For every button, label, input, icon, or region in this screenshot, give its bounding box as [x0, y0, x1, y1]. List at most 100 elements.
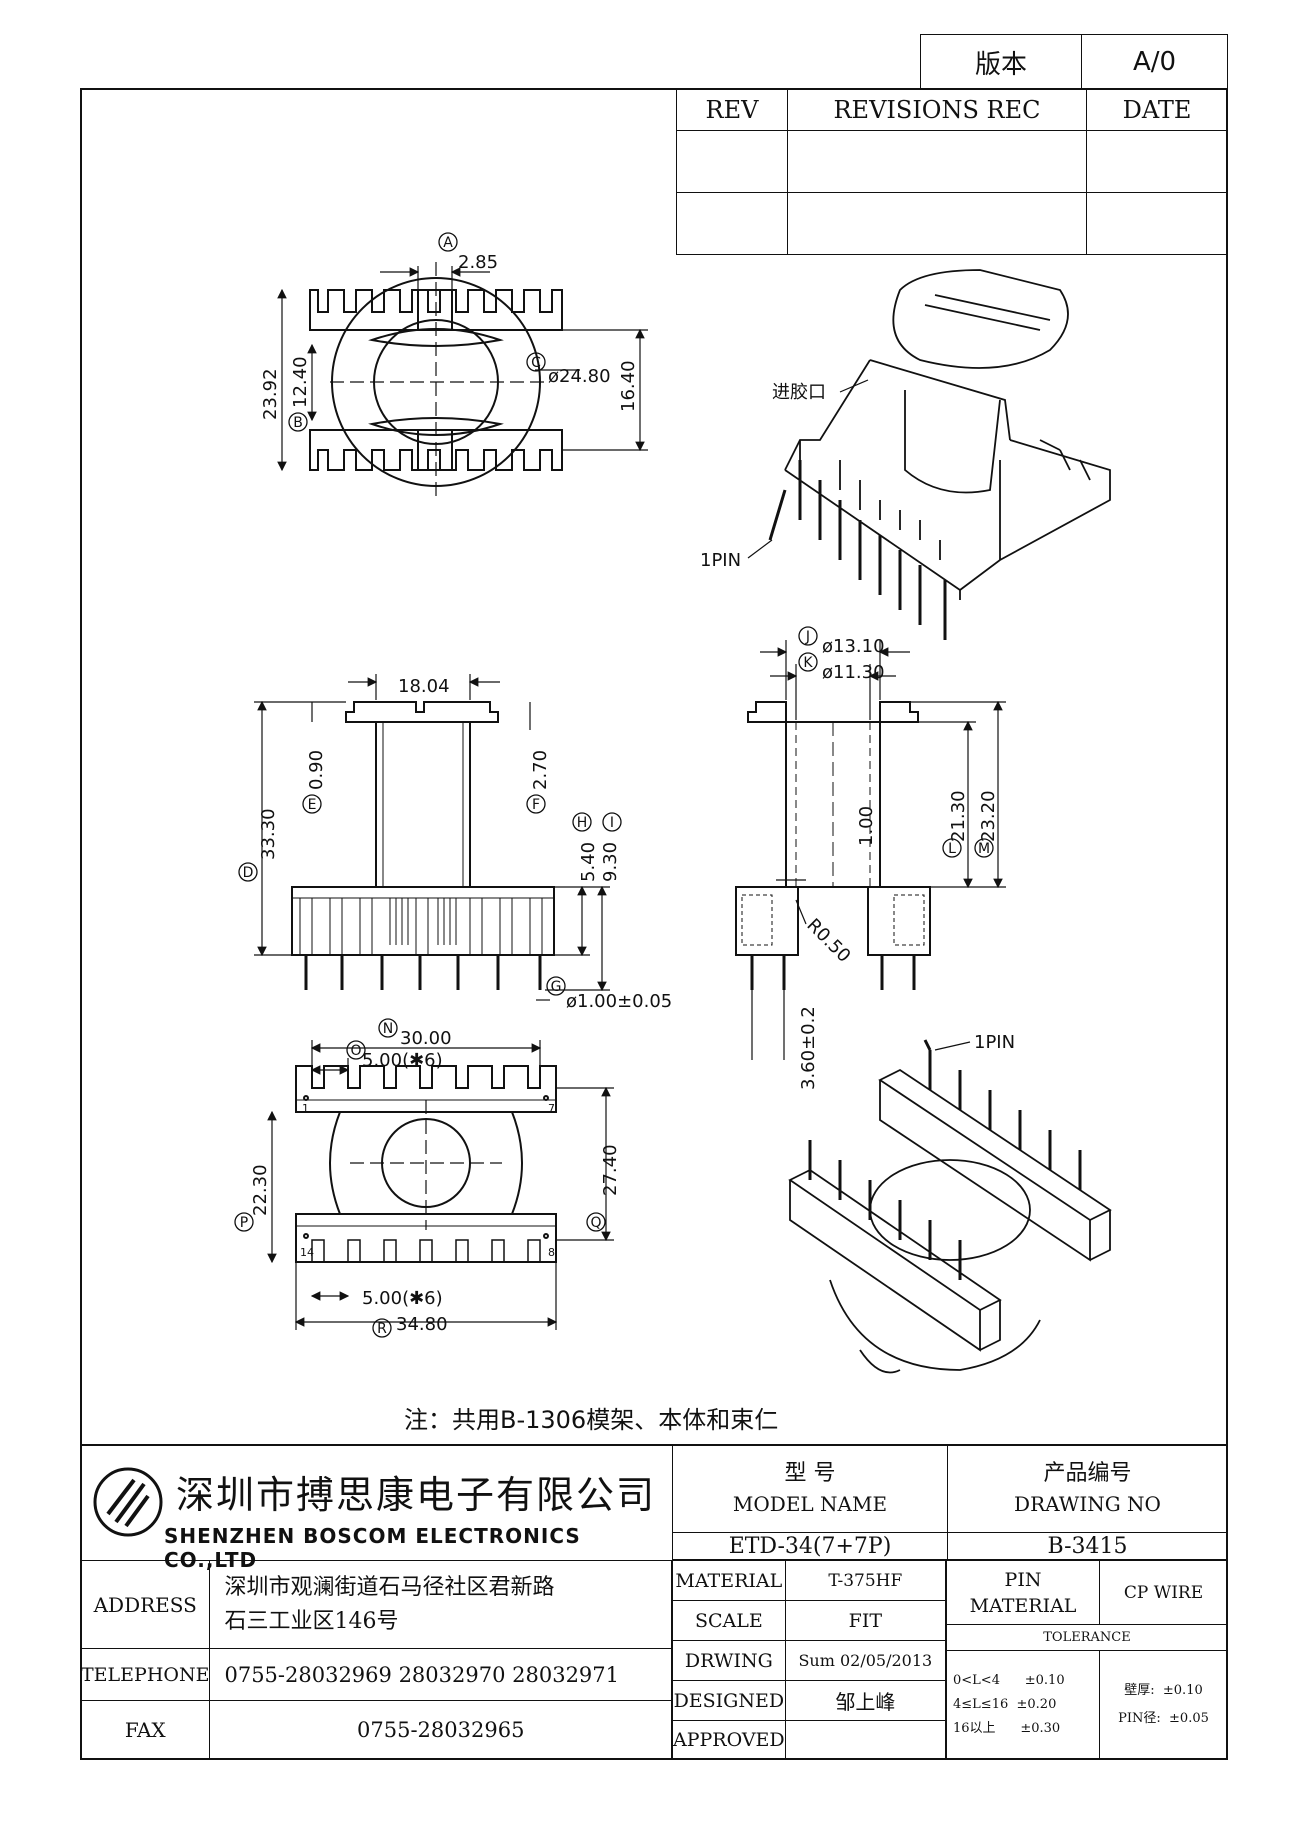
scale-label: SCALE [672, 1600, 786, 1641]
revisions-table: REV REVISIONS REC DATE [676, 88, 1228, 255]
company-logo-icon [93, 1467, 163, 1537]
model-value: ETD-34(7+7P) [672, 1532, 948, 1560]
drawing-no-label-cn: 产品编号 [1043, 1460, 1132, 1486]
address-value: 深圳市观澜街道石马径社区君新路 石三工业区146号 [209, 1560, 672, 1649]
material-table: MATERIAL T-375HF SCALE FIT DRWING Sum 02… [672, 1560, 947, 1760]
title-block-top-border [80, 1444, 1228, 1446]
pin-number: 14 [300, 1246, 314, 1259]
dim-o2: 5.00(✱6) [362, 1288, 443, 1309]
letter-g: G [551, 979, 562, 995]
dim-m: 23.20 [978, 790, 999, 842]
dim-o: 5.00(✱6) [362, 1050, 443, 1071]
dim-f: 2.70 [530, 750, 551, 790]
dim-r-34-80: 34.80 [396, 1314, 448, 1335]
isometric-view-top [768, 269, 1111, 640]
pin-number: 7 [548, 1102, 555, 1115]
model-label: 型 号 MODEL NAME [672, 1444, 948, 1533]
letter-n: N [383, 1021, 393, 1037]
letter-e: E [308, 797, 317, 813]
drwing-value: Sum 02/05/2013 [784, 1640, 947, 1681]
revisions-rec-header: REVISIONS REC [787, 88, 1087, 131]
drawing-no-label: 产品编号 DRAWING NO [947, 1444, 1228, 1533]
dim-wall: 1.00 [856, 806, 877, 846]
approved-label: APPROVED [672, 1720, 786, 1760]
company-name-cn: 深圳市搏思康电子有限公司 [176, 1473, 657, 1517]
front-view [291, 701, 555, 990]
dim-l: 21.30 [948, 790, 969, 842]
pin-material-label-1: PIN [1004, 1568, 1042, 1591]
pin-number: 1 [302, 1102, 309, 1115]
address-line-2: 石三工业区146号 [224, 1608, 399, 1634]
rev-cell [676, 192, 788, 255]
tolerance-table: PIN MATERIAL CP WIRE TOLERANCE 0<L<4 ±0.… [946, 1560, 1228, 1760]
tolerance-ranges: 0<L<4 ±0.10 4≤L≤16 ±0.20 16以上 ±0.30 [946, 1650, 1100, 1760]
gate-label: 进胶口 [772, 382, 826, 403]
letter-c: C [531, 355, 541, 371]
letter-m: M [978, 841, 990, 857]
letter-i: I [610, 815, 614, 831]
drawing-note: 注：共用B-1306模架、本体和束仁 [404, 1406, 778, 1434]
pin-material-label-2: MATERIAL [969, 1594, 1077, 1617]
tolerance-extra: 壁厚: ±0.10 PIN径: ±0.05 [1099, 1650, 1228, 1760]
pin-number: 8 [548, 1246, 555, 1259]
dim-r: R0.50 [802, 915, 854, 967]
letter-f: F [532, 797, 540, 813]
pin1-label-bottom: 1PIN [974, 1032, 1015, 1053]
pin1-label-top: 1PIN [700, 550, 741, 571]
drawing-no-value: B-3415 [947, 1532, 1228, 1560]
tolerance-range-1: 0<L<4 ±0.10 [953, 1673, 1065, 1688]
address-line-1: 深圳市观澜街道石马径社区君新路 [224, 1574, 555, 1600]
dim-b-inner: 12.40 [290, 356, 311, 408]
isometric-view-bottom [788, 1039, 1112, 1374]
dim-b-outer: 23.92 [260, 368, 281, 420]
dim-j: ø13.10 [822, 636, 885, 657]
dim-d: 33.30 [258, 808, 279, 860]
fax-label: FAX [79, 1700, 211, 1760]
dim-16-40: 16.40 [618, 360, 639, 412]
dim-h: 5.40 [578, 842, 599, 882]
material-label: MATERIAL [672, 1560, 786, 1601]
dim-n: 30.00 [400, 1028, 452, 1049]
model-label-cn: 型 号 [784, 1460, 836, 1486]
wall-tolerance: 壁厚: ±0.10 [1124, 1683, 1203, 1698]
tolerance-range-3: 16以上 ±0.30 [953, 1721, 1061, 1736]
dim-pin-length: 3.60±0.2 [798, 1006, 819, 1090]
tolerance-label: TOLERANCE [946, 1624, 1228, 1651]
dim-g: ø1.00±0.05 [566, 991, 672, 1012]
model-table: 型 号 MODEL NAME 产品编号 DRAWING NO ETD-34(7+… [672, 1444, 1228, 1560]
side-view [735, 701, 931, 990]
letter-o: O [350, 1043, 361, 1059]
letter-k: K [803, 655, 813, 671]
telephone-value: 0755-28032969 28032970 28032971 [209, 1648, 672, 1701]
dim-p: 22.30 [250, 1164, 271, 1216]
pin-material-label: PIN MATERIAL [946, 1560, 1100, 1625]
version-box: 版本 A/0 [920, 34, 1228, 90]
dim-e: 0.90 [306, 750, 327, 790]
dim-c: ø24.80 [548, 366, 611, 387]
telephone-label: TELEPHONE [79, 1648, 211, 1701]
letter-h: H [577, 815, 588, 831]
version-value: A/0 [1081, 34, 1228, 90]
dim-a: 2.85 [458, 252, 498, 273]
drwing-label: DRWING [672, 1640, 786, 1681]
drawing-no-label-en: DRAWING NO [1014, 1491, 1161, 1516]
bottom-view [295, 1065, 557, 1263]
pin-material-value: CP WIRE [1099, 1560, 1228, 1625]
letter-j: J [805, 629, 810, 645]
technical-drawing: A B C D E F G H I J K L M N O P Q R 2.85… [234, 232, 1112, 1434]
designed-value: 邹上峰 [784, 1680, 947, 1721]
letter-b: B [293, 415, 303, 431]
fax-value: 0755-28032965 [209, 1700, 672, 1760]
approved-value [784, 1720, 947, 1760]
date-header: DATE [1086, 88, 1228, 131]
letter-l: L [948, 841, 956, 857]
dimension-labels: 2.85 ø24.80 23.92 12.40 16.40 18.04 33.3… [250, 252, 999, 1335]
rec-cell [787, 130, 1087, 193]
pin-tolerance: PIN径: ±0.05 [1118, 1711, 1209, 1726]
rec-cell [787, 192, 1087, 255]
model-label-en: MODEL NAME [732, 1491, 888, 1516]
scale-value: FIT [784, 1600, 947, 1641]
letter-r: R [377, 1321, 387, 1337]
address-label: ADDRESS [79, 1560, 211, 1649]
rev-header: REV [676, 88, 788, 131]
